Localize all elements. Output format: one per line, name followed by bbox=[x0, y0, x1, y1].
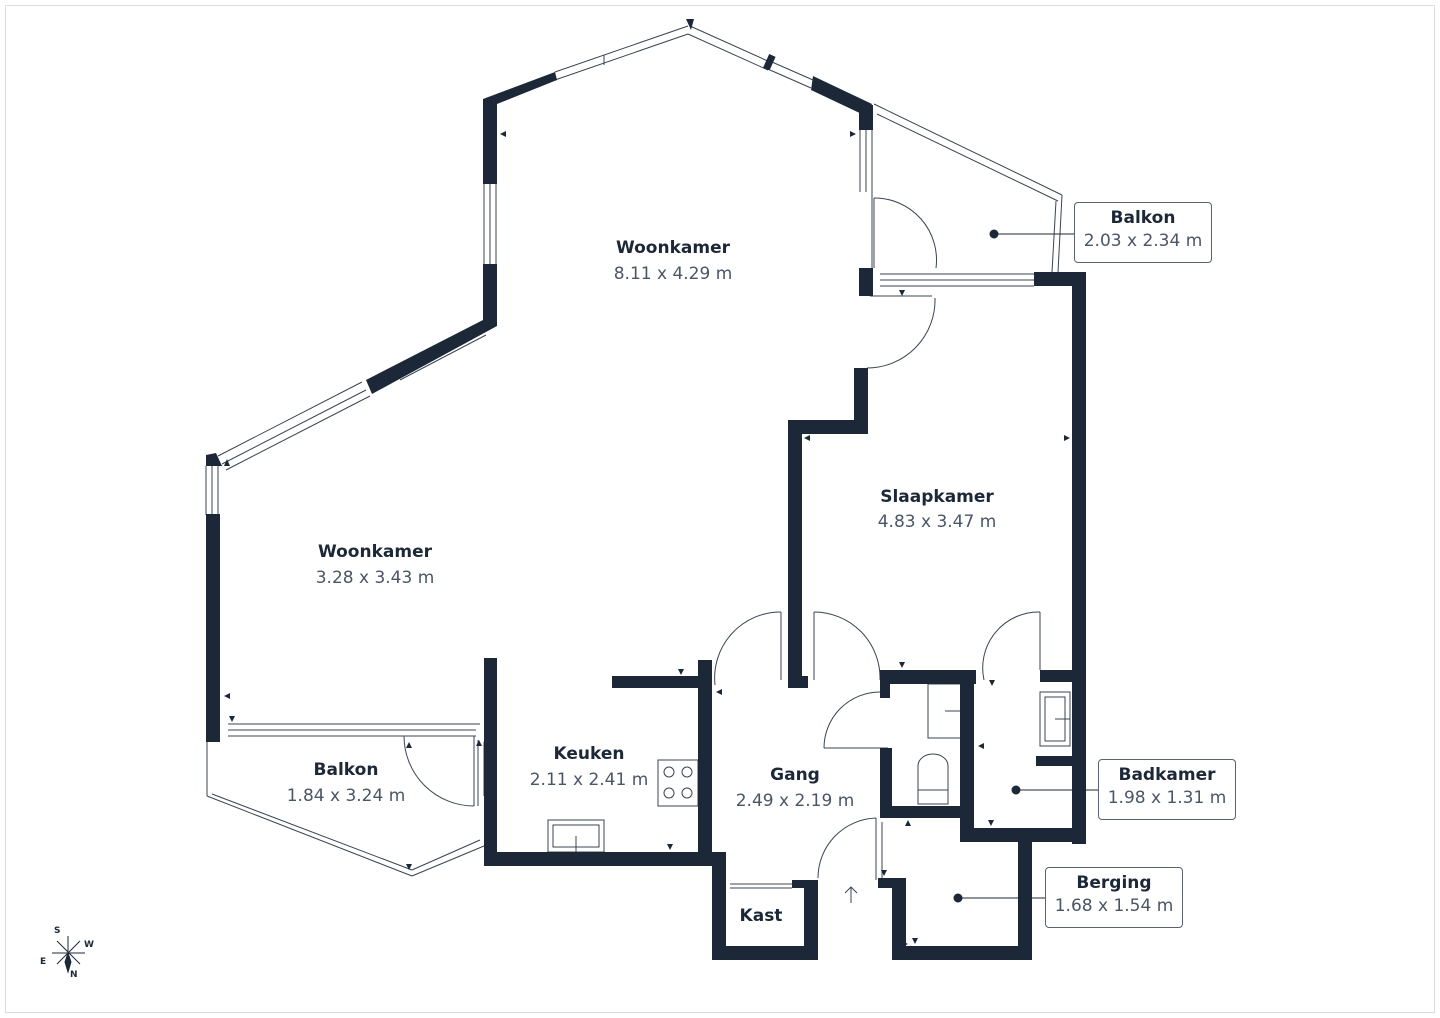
compass-west: W bbox=[84, 940, 94, 950]
compass-icon bbox=[52, 936, 85, 974]
room-name-gang: Gang bbox=[770, 765, 820, 785]
callout-badkamer-dims: 1.98 x 1.31 m bbox=[1107, 788, 1227, 808]
walls bbox=[206, 19, 1086, 960]
room-labels: Woonkamer 8.11 x 4.29 m Woonkamer 3.28 x… bbox=[287, 238, 997, 926]
room-name-woonkamer-north: Woonkamer bbox=[616, 238, 731, 258]
callout-badkamer: Badkamer 1.98 x 1.31 m bbox=[1098, 759, 1236, 820]
room-dims-gang: 2.49 x 2.19 m bbox=[736, 791, 855, 811]
room-dims-keuken: 2.11 x 2.41 m bbox=[530, 770, 649, 790]
callout-badkamer-name: Badkamer bbox=[1118, 765, 1216, 785]
room-dims-balkon-west: 1.84 x 3.24 m bbox=[287, 786, 406, 806]
room-dims-woonkamer-south: 3.28 x 3.43 m bbox=[316, 568, 435, 588]
callout-berging-name: Berging bbox=[1076, 873, 1152, 893]
room-name-woonkamer-south: Woonkamer bbox=[318, 542, 433, 562]
room-dims-woonkamer-north: 8.11 x 4.29 m bbox=[614, 264, 733, 284]
compass-east: E bbox=[40, 957, 47, 967]
room-name-slaapkamer: Slaapkamer bbox=[880, 487, 994, 507]
compass-north: N bbox=[70, 970, 78, 980]
room-name-kast: Kast bbox=[740, 906, 783, 926]
callout-balkon-dims: 2.03 x 2.34 m bbox=[1083, 231, 1203, 251]
dimension-markers bbox=[224, 131, 1070, 947]
room-dims-slaapkamer: 4.83 x 3.47 m bbox=[878, 512, 997, 532]
callout-balkon-name: Balkon bbox=[1110, 208, 1176, 228]
callout-berging-dims: 1.68 x 1.54 m bbox=[1054, 896, 1174, 916]
thin-lines bbox=[205, 25, 1071, 903]
compass-south: S bbox=[54, 926, 61, 936]
room-name-balkon-west: Balkon bbox=[314, 760, 379, 780]
callout-berging: Berging 1.68 x 1.54 m bbox=[1045, 867, 1183, 928]
callout-leaders bbox=[953, 229, 1098, 903]
callout-balkon: Balkon 2.03 x 2.34 m bbox=[1074, 202, 1212, 263]
room-name-keuken: Keuken bbox=[554, 744, 625, 764]
floorplan-sheet bbox=[5, 5, 1435, 1013]
